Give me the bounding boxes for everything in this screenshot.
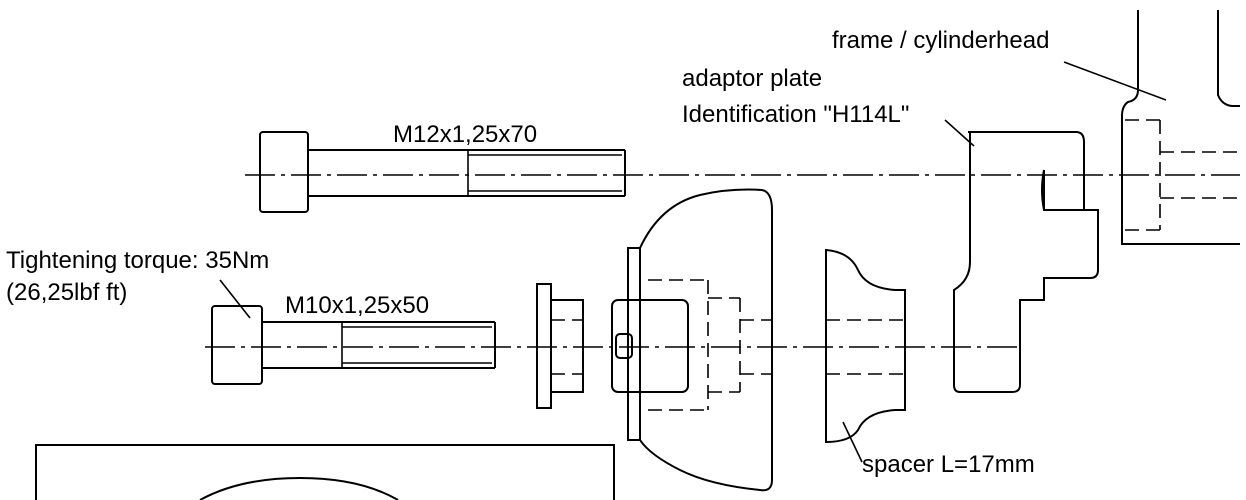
- frame-label: frame / cylinderhead: [832, 27, 1049, 54]
- spacer: [825, 248, 906, 444]
- torque-leader: [219, 279, 251, 319]
- damper-hub: [611, 188, 773, 492]
- inset-view: [35, 444, 615, 500]
- lower-bolt: [211, 305, 496, 385]
- spacer-leader: [842, 421, 863, 463]
- adaptor-leader: [944, 119, 975, 147]
- torque-label-line2: (26,25lbf ft): [6, 279, 127, 306]
- adaptor-label-line1: adaptor plate: [682, 65, 822, 92]
- lower-bolt-label: M10x1,25x50: [285, 292, 429, 319]
- upper-bolt: [259, 131, 626, 213]
- frame-cylinderhead: [1121, 10, 1240, 245]
- adaptor-label-line2: Identification "H114L": [682, 101, 909, 128]
- flange-washer: [536, 283, 584, 409]
- adaptor-plate: [953, 131, 1099, 393]
- upper-bolt-label: M12x1,25x70: [393, 121, 537, 148]
- torque-label-line1: Tightening torque: 35Nm: [6, 247, 269, 274]
- spacer-label: spacer L=17mm: [862, 451, 1035, 478]
- frame-leader: [1063, 61, 1167, 101]
